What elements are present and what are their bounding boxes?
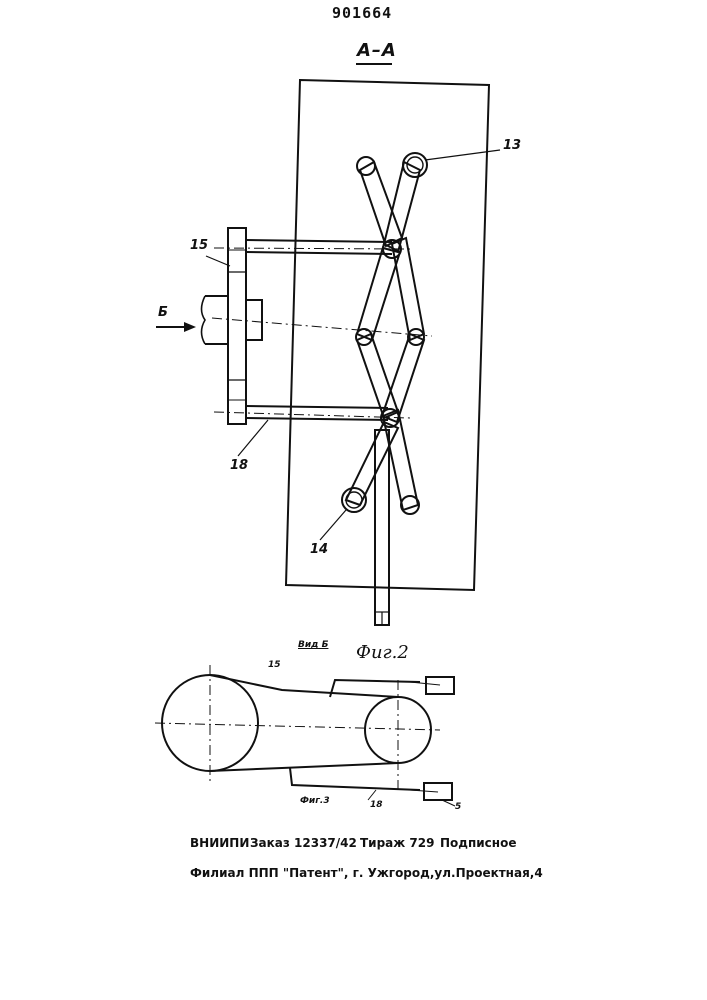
figure-3-drawing [155,665,455,806]
footer-org: ВНИИПИ [190,836,249,850]
footer-subscription: Подписное [440,836,516,850]
fig3-ref-label-15: 15 [268,660,281,670]
ref-label-15: 15 [190,238,208,253]
figure-2-caption: Фиг.2 [356,642,409,663]
footer-order: Заказ 12337/42 [250,836,357,850]
arrow-label-b: Б [158,305,168,320]
base-plate [286,80,489,590]
view-arrow-b [156,322,196,332]
ref-label-18: 18 [230,458,248,473]
fig3-ref-label-18: 18 [370,800,383,810]
figure-3-caption: Фиг.3 [300,796,330,806]
flange-15 [228,228,246,424]
view-b-label: Вид Б [298,640,328,650]
scissor-linkage [346,162,424,510]
ref-label-13: 13 [503,138,521,153]
footer-circulation: Тираж 729 [360,836,434,850]
fig3-ref-label-5: 5 [455,802,461,812]
footer-branch: Филиал ППП "Патент", г. Ужгород,ул.Проек… [190,866,543,880]
ref-label-14: 14 [310,542,328,557]
